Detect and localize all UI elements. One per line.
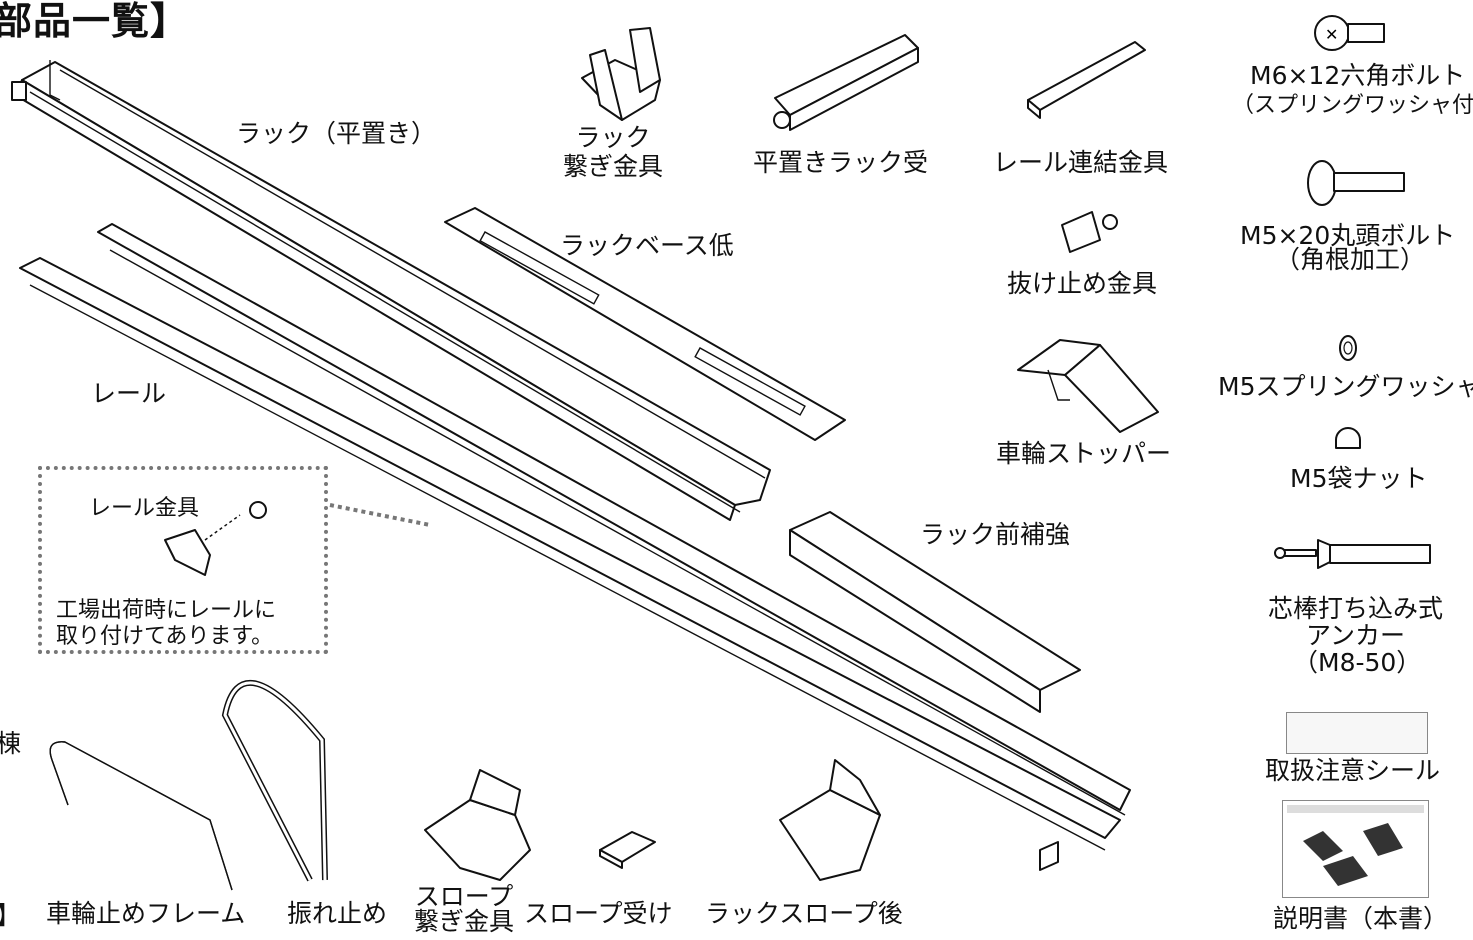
manual-image xyxy=(1282,800,1429,898)
label-m5-bolt-sub: （角根加工） xyxy=(1275,245,1426,274)
rack-flat-holder-illustration xyxy=(773,34,919,131)
m5-bolt-illustration xyxy=(1307,160,1405,206)
label-anchor-2: アンカー xyxy=(1306,621,1406,650)
label-m6-bolt-sub: （スプリングワッシャ付） xyxy=(1232,93,1473,118)
label-edge-bottom: 】 xyxy=(0,901,21,931)
sway-stop-illustration xyxy=(221,679,328,882)
note-line-2: 取り付けてあります。 xyxy=(56,624,274,649)
label-rail-joint: レール連結金具 xyxy=(993,148,1169,177)
label-rail: レール xyxy=(91,379,167,408)
note-heading: レール金具 xyxy=(89,496,200,521)
rack-front-reinforce-illustration xyxy=(789,511,1081,713)
page-title: 部品一覧】 xyxy=(0,0,190,43)
label-slope-joint: スロープ 繋ぎ金具 xyxy=(414,882,515,936)
label-m5-cap-nut: M5袋ナット xyxy=(1290,464,1428,493)
manual-thumbnail xyxy=(1287,805,1424,886)
label-m5-bolt: M5×20丸頭ボルト xyxy=(1240,221,1456,250)
rack-flat-illustration xyxy=(11,60,771,521)
rack-base-low-illustration xyxy=(444,207,846,441)
label-slope-holder: スロープ受け xyxy=(524,899,673,928)
label-anchor-3: （M8‐50） xyxy=(1293,648,1422,677)
label-edge-left: 棟 xyxy=(0,729,22,758)
rail-fitting-note-box: レール金具 工場出荷時にレールに 取り付けてあります。 xyxy=(38,466,328,654)
label-rack-joint: ラック 繋ぎ金具 xyxy=(563,123,664,181)
stopper-fitting-illustration xyxy=(1061,211,1118,253)
m6-bolt-illustration: ✕ xyxy=(1314,15,1385,51)
slope-holder-illustration xyxy=(599,831,656,869)
label-wheel-stopper: 車輪ストッパー xyxy=(996,439,1172,468)
label-m6-bolt: M6×12六角ボルト xyxy=(1250,61,1466,90)
note-line-1: 工場出荷時にレールに xyxy=(56,598,277,623)
note-leader-line xyxy=(329,503,431,527)
rack-slope-rear-illustration xyxy=(779,759,881,881)
label-m5-spring-washer: M5スプリングワッシャ xyxy=(1218,372,1473,401)
m5-cap-nut-illustration xyxy=(1335,427,1361,449)
label-rack-flat: ラック（平置き） xyxy=(236,119,437,148)
wheel-frame-illustration xyxy=(49,741,233,891)
label-manual: 説明書（本書） xyxy=(1273,904,1449,933)
label-wheel-frame: 車輪止めフレーム xyxy=(46,899,246,928)
label-sway-stop: 振れ止め xyxy=(287,899,388,928)
rail-fitting-illustration xyxy=(164,501,267,576)
rail-joint-illustration xyxy=(1027,41,1146,119)
label-rack-front-reinforce: ラック前補強 xyxy=(920,520,1071,549)
label-caution-seal: 取扱注意シール xyxy=(1265,756,1441,785)
label-rack-base-low: ラックベース低 xyxy=(560,231,734,260)
label-rack-flat-holder: 平置きラック受 xyxy=(753,148,929,177)
label-rack-slope-rear: ラックスロープ後 xyxy=(705,899,903,928)
m5-washer-illustration xyxy=(1339,335,1357,361)
wheel-stopper-illustration xyxy=(1017,339,1159,433)
rack-joint-illustration xyxy=(581,27,661,121)
label-anchor-1: 芯棒打ち込み式 xyxy=(1268,594,1444,623)
anchor-illustration xyxy=(1274,539,1431,569)
svg-text:✕: ✕ xyxy=(1325,25,1338,44)
caution-seal-image xyxy=(1286,712,1428,754)
label-stopper-fitting: 抜け止め金具 xyxy=(1007,269,1158,298)
rail-illustration xyxy=(19,223,1131,871)
slope-joint-illustration xyxy=(424,769,531,881)
